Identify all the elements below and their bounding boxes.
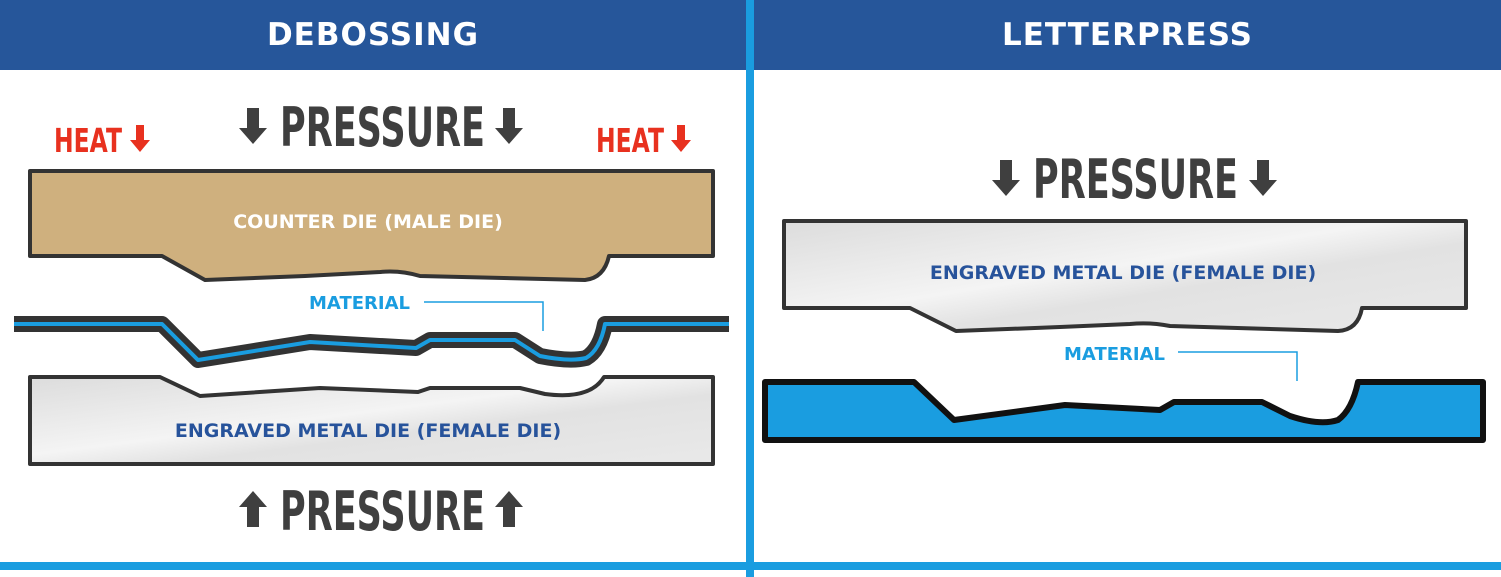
material-leader-right: [1178, 351, 1298, 381]
pressure-arrow-up-icon: [239, 491, 267, 527]
pressure-label-bottom: PRESSURE: [280, 480, 485, 543]
material-label-right: MATERIAL: [1064, 344, 1165, 365]
pressure-arrow-down-icon: [495, 108, 523, 144]
heat-right: HEAT: [596, 121, 691, 160]
heat-arrow-right-icon: [671, 125, 691, 152]
material-leader-left: [424, 301, 544, 331]
female-die-left: [28, 375, 715, 466]
debossing-header: DEBOSSING: [0, 0, 746, 70]
pressure-arrow-up-icon: [495, 491, 523, 527]
material-core: [14, 322, 729, 362]
female-die-label-left: ENGRAVED METAL DIE (FEMALE DIE): [175, 420, 561, 442]
bottom-divider: [0, 562, 1501, 570]
material-label-left: MATERIAL: [309, 293, 410, 314]
pressure-top: PRESSURE: [239, 96, 523, 159]
debossing-title: DEBOSSING: [266, 17, 480, 53]
heat-label-right: HEAT: [596, 121, 664, 160]
material-sheet: [14, 316, 729, 368]
pressure-right: PRESSURE: [992, 148, 1277, 211]
heat-arrow-left-icon: [130, 125, 150, 152]
counter-die: [28, 169, 715, 282]
material-block: [762, 379, 1486, 443]
pressure-arrow-down-icon: [992, 160, 1020, 196]
pressure-bottom: PRESSURE: [239, 480, 523, 543]
female-die-label-right: ENGRAVED METAL DIE (FEMALE DIE): [930, 262, 1316, 284]
pressure-label-top: PRESSURE: [280, 96, 485, 159]
pressure-arrow-down-icon: [239, 108, 267, 144]
letterpress-header: LETTERPRESS: [754, 0, 1501, 70]
panel-divider: [746, 0, 754, 577]
pressure-label-right: PRESSURE: [1033, 148, 1238, 211]
counter-die-label: COUNTER DIE (MALE DIE): [233, 211, 503, 233]
pressure-arrow-down-icon: [1249, 160, 1277, 196]
heat-left: HEAT: [54, 121, 150, 160]
heat-label-left: HEAT: [54, 121, 122, 160]
female-die-right: [782, 219, 1468, 333]
letterpress-title: LETTERPRESS: [1001, 17, 1253, 53]
